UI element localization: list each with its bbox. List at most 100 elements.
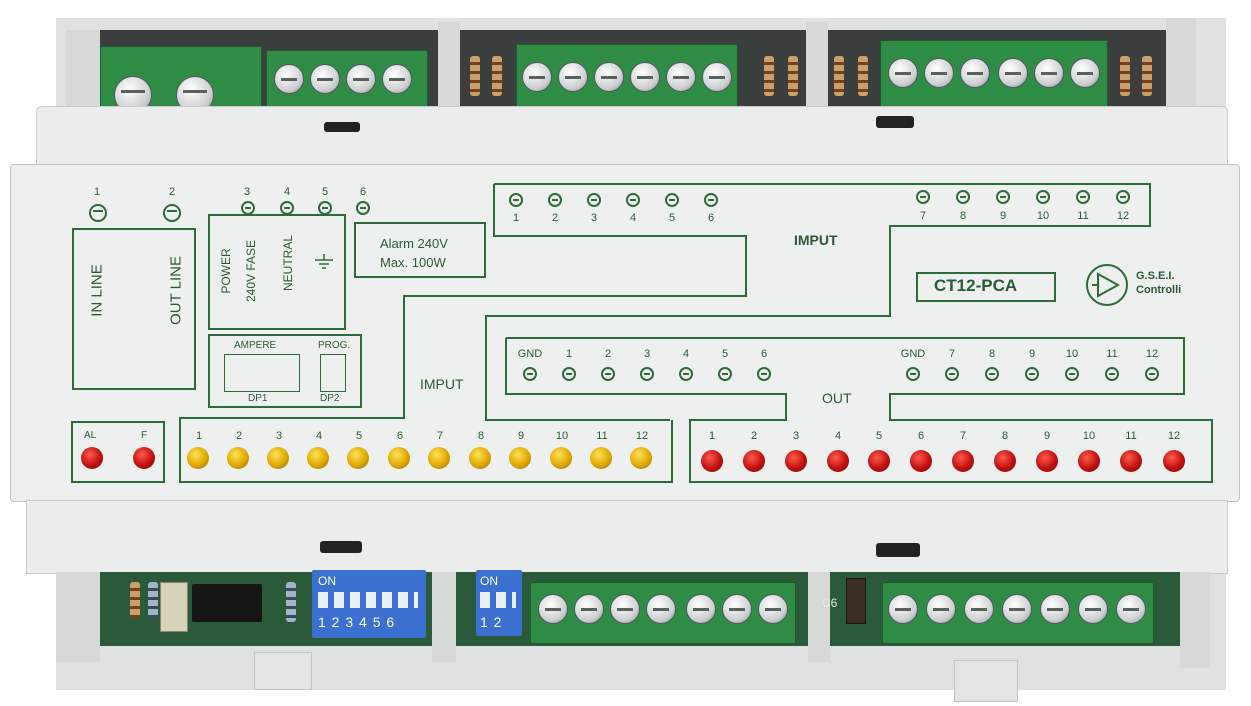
output-led: [1036, 450, 1058, 472]
terminal-icon[interactable]: [356, 201, 370, 215]
screw-icon[interactable]: [558, 62, 588, 92]
screw-icon[interactable]: [522, 62, 552, 92]
terminal-icon[interactable]: [996, 190, 1010, 204]
terminal-icon[interactable]: [1105, 367, 1119, 381]
screw-icon[interactable]: [926, 594, 956, 624]
terminal-icon[interactable]: [906, 367, 920, 381]
imput-number: 7: [919, 210, 927, 222]
terminal-icon[interactable]: [718, 367, 732, 381]
input-led: [509, 447, 531, 469]
terminal-number-3: 3: [244, 186, 251, 198]
screw-icon[interactable]: [666, 62, 696, 92]
screw-icon[interactable]: [594, 62, 624, 92]
screw-icon[interactable]: [686, 594, 716, 624]
terminal-icon[interactable]: [587, 193, 601, 207]
input-led-number: 3: [275, 430, 283, 442]
din-clip-left[interactable]: [254, 652, 312, 690]
screw-icon[interactable]: [758, 594, 788, 624]
screw-icon[interactable]: [646, 594, 676, 624]
terminal-icon[interactable]: [548, 193, 562, 207]
screw-icon[interactable]: [346, 64, 376, 94]
terminal-icon[interactable]: [757, 367, 771, 381]
terminal-icon[interactable]: [1145, 367, 1159, 381]
screw-icon[interactable]: [722, 594, 752, 624]
screw-icon[interactable]: [964, 594, 994, 624]
screw-icon[interactable]: [960, 58, 990, 88]
screw-icon[interactable]: [1116, 594, 1146, 624]
terminal-icon[interactable]: [956, 190, 970, 204]
imput-number: 11: [1077, 210, 1089, 222]
terminal-icon[interactable]: [523, 367, 537, 381]
screw-icon[interactable]: [924, 58, 954, 88]
imput-number: 10: [1036, 210, 1050, 222]
screw-icon[interactable]: [1070, 58, 1100, 88]
dip2-levers[interactable]: [480, 592, 516, 608]
imput-number: 6: [707, 212, 715, 224]
terminal-icon[interactable]: [945, 367, 959, 381]
input-led-number: 1: [195, 430, 203, 442]
screw-icon[interactable]: [538, 594, 568, 624]
top-cover-slot-right: [876, 116, 914, 128]
screw-icon[interactable]: [1078, 594, 1108, 624]
terminal-icon[interactable]: [562, 367, 576, 381]
terminal-icon[interactable]: [163, 204, 181, 222]
terminal-icon[interactable]: [1025, 367, 1039, 381]
imput-number: 12: [1116, 210, 1130, 222]
bottom-housing-tab-left: [56, 572, 100, 662]
terminal-icon[interactable]: [640, 367, 654, 381]
input-led: [227, 447, 249, 469]
dip1-levers[interactable]: [318, 592, 418, 608]
terminal-number-6: 6: [360, 186, 367, 198]
resistor-icon: [286, 582, 296, 622]
dip1-on-label: ON: [318, 574, 336, 588]
imput-number: 1: [512, 212, 520, 224]
screw-icon[interactable]: [1002, 594, 1032, 624]
screw-icon[interactable]: [274, 64, 304, 94]
dip2-switch[interactable]: [320, 354, 346, 392]
out-number: 6: [760, 348, 768, 360]
terminal-icon[interactable]: [985, 367, 999, 381]
output-led: [827, 450, 849, 472]
screw-icon[interactable]: [702, 62, 732, 92]
input-led: [428, 447, 450, 469]
terminal-icon[interactable]: [665, 193, 679, 207]
bottom-housing-divider-1: [432, 572, 456, 662]
din-clip-right[interactable]: [954, 660, 1018, 702]
screw-icon[interactable]: [1040, 594, 1070, 624]
dip2-numbers: 1 2: [480, 614, 503, 630]
out-number: 12: [1145, 348, 1159, 360]
screw-icon[interactable]: [610, 594, 640, 624]
input-led-number: 12: [635, 430, 649, 442]
terminal-icon[interactable]: [1116, 190, 1130, 204]
dip1-switch[interactable]: [224, 354, 300, 392]
screw-icon[interactable]: [998, 58, 1028, 88]
screw-icon[interactable]: [310, 64, 340, 94]
out-number: GND: [517, 348, 543, 360]
input-led: [590, 447, 612, 469]
resistor-icon: [1120, 56, 1130, 96]
screw-icon[interactable]: [888, 58, 918, 88]
terminal-icon[interactable]: [704, 193, 718, 207]
out-number: 3: [643, 348, 651, 360]
led-label-f: F: [141, 430, 148, 441]
terminal-icon[interactable]: [1065, 367, 1079, 381]
terminal-icon[interactable]: [601, 367, 615, 381]
output-led-number: 8: [1001, 430, 1009, 442]
terminal-icon[interactable]: [916, 190, 930, 204]
screw-icon[interactable]: [574, 594, 604, 624]
screw-icon[interactable]: [382, 64, 412, 94]
terminal-icon[interactable]: [1036, 190, 1050, 204]
screw-icon[interactable]: [888, 594, 918, 624]
terminal-icon[interactable]: [509, 193, 523, 207]
terminal-icon[interactable]: [1076, 190, 1090, 204]
out-number: GND: [900, 348, 926, 360]
terminal-icon[interactable]: [626, 193, 640, 207]
dip-label-box: [208, 334, 362, 408]
terminal-icon[interactable]: [679, 367, 693, 381]
resistor-icon: [492, 56, 502, 96]
alarm-box: [354, 222, 486, 278]
screw-icon[interactable]: [630, 62, 660, 92]
screw-icon[interactable]: [1034, 58, 1064, 88]
output-led-number: 5: [875, 430, 883, 442]
terminal-icon[interactable]: [89, 204, 107, 222]
